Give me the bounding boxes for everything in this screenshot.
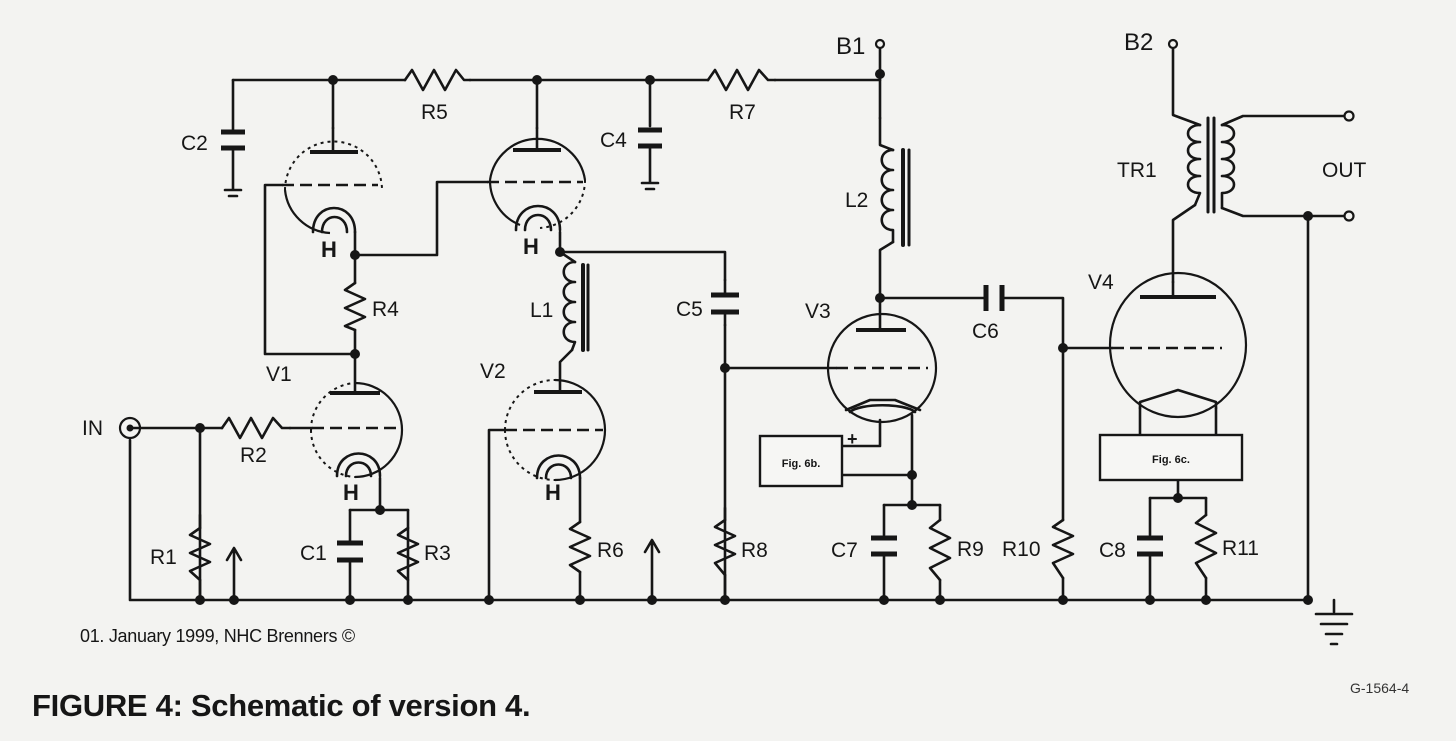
r5-symbol	[403, 68, 472, 92]
r10-symbol	[1051, 518, 1075, 580]
figure-id: G-1564-4	[1350, 680, 1410, 696]
r11-symbol	[1194, 513, 1218, 580]
r6-symbol	[568, 520, 592, 574]
r9-symbol	[928, 518, 952, 582]
v2-label: V2	[480, 360, 506, 383]
l2-inductor	[880, 148, 911, 247]
capacitors	[221, 127, 1163, 563]
r8-symbol	[713, 518, 737, 577]
r7-label: R7	[729, 101, 756, 124]
v2-upper-h-label: H	[523, 234, 539, 259]
v1-label: V1	[266, 363, 292, 386]
r6-label: R6	[597, 539, 624, 562]
b1-terminal	[874, 38, 886, 50]
v3-tube	[826, 312, 938, 424]
r3-symbol	[396, 526, 420, 582]
out-label: OUT	[1322, 159, 1367, 182]
v2-lower-h-label: H	[545, 480, 561, 505]
l1-label: L1	[530, 299, 553, 322]
r10-label: R10	[1002, 538, 1041, 561]
r1-label: R1	[150, 546, 177, 569]
wiring	[128, 46, 1354, 646]
fig-6c-block: Fig. 6c.	[1098, 433, 1244, 482]
output-terminal-bottom	[1343, 210, 1355, 222]
r11-label: R11	[1222, 537, 1259, 560]
junction-dots	[195, 69, 1313, 605]
c4-label: C4	[600, 129, 627, 152]
tr1-transformer	[1186, 116, 1236, 214]
c5-label: C5	[676, 298, 703, 321]
r7-symbol	[706, 68, 777, 92]
c7-label: C6	[972, 320, 999, 343]
c8-symbol	[1137, 535, 1163, 557]
c1-symbol	[337, 540, 363, 563]
c6-label: C7	[831, 539, 858, 562]
c2-label: C2	[181, 132, 208, 155]
input-jack	[118, 416, 142, 440]
c5-symbol	[711, 278, 739, 327]
v2-upper-tube	[487, 137, 587, 232]
v1-upper-tube	[282, 140, 383, 235]
b2-terminal	[1167, 38, 1179, 50]
figure-caption: FIGURE 4: Schematic of version 4.	[32, 688, 531, 723]
v3-label: V3	[805, 300, 831, 323]
fig-6b-label: Fig. 6b.	[782, 458, 821, 470]
c1-label: C1	[300, 542, 327, 565]
r4-label: R4	[372, 298, 399, 321]
v1-upper-h-label: H	[321, 237, 337, 262]
r2-label: R2	[240, 444, 267, 467]
c2-symbol	[221, 129, 245, 151]
resistors	[188, 68, 1218, 582]
output-terminal-top	[1343, 110, 1355, 122]
fig-6b-block: Fig. 6b. +	[758, 429, 858, 488]
c6-symbol	[871, 535, 897, 557]
v4-label: V4	[1088, 271, 1114, 294]
c7-symbol	[983, 285, 1005, 311]
l1-inductor	[562, 260, 590, 352]
fig-6b-plus-sign: +	[847, 429, 858, 449]
c4-symbol	[638, 127, 662, 149]
tr1-label: TR1	[1117, 159, 1157, 182]
r9-label: R9	[957, 538, 984, 561]
r8-label: R8	[741, 539, 768, 562]
r3-label: R3	[424, 542, 451, 565]
r1-symbol	[188, 526, 212, 582]
v4-tube	[1108, 271, 1248, 419]
component-labels: B1 B2 R5 R7 C2 C4 L2 TR1 OUT H H R4 L1 C…	[82, 29, 1367, 569]
fig-6c-label: Fig. 6c.	[1152, 454, 1190, 466]
copyright-note: 01. January 1999, NHC Brenners ©	[80, 626, 355, 646]
input-jack-center	[126, 424, 134, 432]
l2-label: L2	[845, 189, 868, 212]
r2-symbol	[220, 416, 292, 440]
v2-lower-tube	[504, 378, 607, 482]
r4-symbol	[343, 281, 367, 332]
b2-label: B2	[1124, 29, 1153, 56]
v1-lower-tube	[309, 381, 404, 479]
r5-label: R5	[421, 101, 448, 124]
v1-lower-h-label: H	[343, 480, 359, 505]
b1-label: B1	[836, 33, 865, 60]
in-label: IN	[82, 417, 103, 440]
c8-label: C8	[1099, 539, 1126, 562]
terminals	[118, 38, 1355, 440]
